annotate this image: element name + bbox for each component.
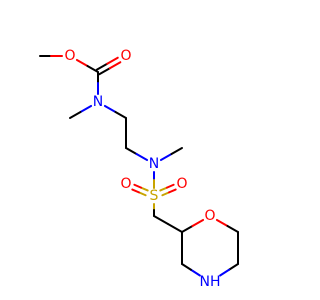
bond-line-half-1	[86, 64, 99, 73]
bond-C_carbonyl-O_carbonyl	[95, 56, 122, 76]
bond-line-half-1	[135, 153, 149, 162]
bond-line-b-half-1	[106, 56, 119, 65]
bond-line-b-half-1	[131, 188, 140, 194]
bond-O_ester-C_carbonyl	[75, 58, 99, 73]
bond-line-a-half-1	[108, 61, 122, 70]
atom-label-S: S	[150, 188, 159, 204]
bond-line-half-0	[79, 104, 93, 113]
atom-label-O_s_left: O	[120, 176, 131, 192]
bond-layer	[39, 55, 239, 277]
bond-line-half-0	[228, 263, 239, 271]
bond-line-half-0	[215, 218, 229, 227]
atom-label-O_ring: O	[204, 208, 215, 224]
bond-line-a-half-0	[140, 186, 149, 192]
bond-S-O_s_right	[159, 183, 177, 197]
bond-line-half-1	[181, 263, 192, 271]
atom-label-O_ester: O	[64, 48, 75, 64]
bond-line-b-half-0	[137, 191, 147, 197]
bond-line-half-1	[69, 110, 82, 119]
bond-line-a-half-0	[161, 191, 171, 197]
bond-line-half-0	[159, 153, 173, 162]
bond-line-half-1	[167, 223, 183, 233]
bond-O_ring-C6_ring	[215, 218, 239, 233]
bond-C5_ring-NH_ring	[219, 263, 239, 277]
bond-line-half-0	[189, 268, 201, 277]
bond-line-a-half-1	[133, 183, 143, 189]
bond-line-half-1	[114, 110, 127, 119]
atom-label-N_carbamate: N	[93, 94, 103, 110]
bond-line-half-1	[226, 224, 239, 233]
bond-line-half-0	[103, 104, 117, 113]
bond-line-half-0	[75, 58, 89, 67]
bond-line-half-0	[181, 224, 194, 233]
bond-S-O_s_left	[131, 183, 149, 197]
bond-line-b-half-1	[165, 183, 175, 189]
bond-line-half-0	[125, 147, 138, 156]
bond-line-a-half-0	[98, 67, 111, 76]
bond-line-b-half-0	[95, 62, 109, 71]
atom-label-N_sulfonamide: N	[149, 156, 159, 172]
bond-CH2_b-N_sulfonamide	[125, 147, 149, 162]
bond-line-half-1	[170, 147, 183, 156]
bond-line-b-half-0	[159, 186, 168, 192]
bond-line-half-1	[219, 268, 231, 277]
bond-line-a-half-1	[168, 188, 177, 194]
bond-CH2_link-C2_ring	[153, 215, 183, 233]
bond-C2_ring-O_ring	[181, 218, 205, 233]
bond-line-half-0	[153, 215, 169, 225]
bond-line-half-1	[191, 218, 205, 227]
bond-N_carbamate-N1_methyl	[69, 104, 93, 119]
bond-N_sulfonamide-N2_methyl	[159, 147, 183, 162]
atom-label-O_carbonyl: O	[120, 48, 131, 64]
bond-N_carbamate-CH2_a	[103, 104, 127, 119]
atom-label-NH_ring: NH	[200, 274, 221, 290]
bond-NH_ring-C3_ring	[181, 263, 201, 277]
atom-label-O_s_right: O	[176, 176, 187, 192]
